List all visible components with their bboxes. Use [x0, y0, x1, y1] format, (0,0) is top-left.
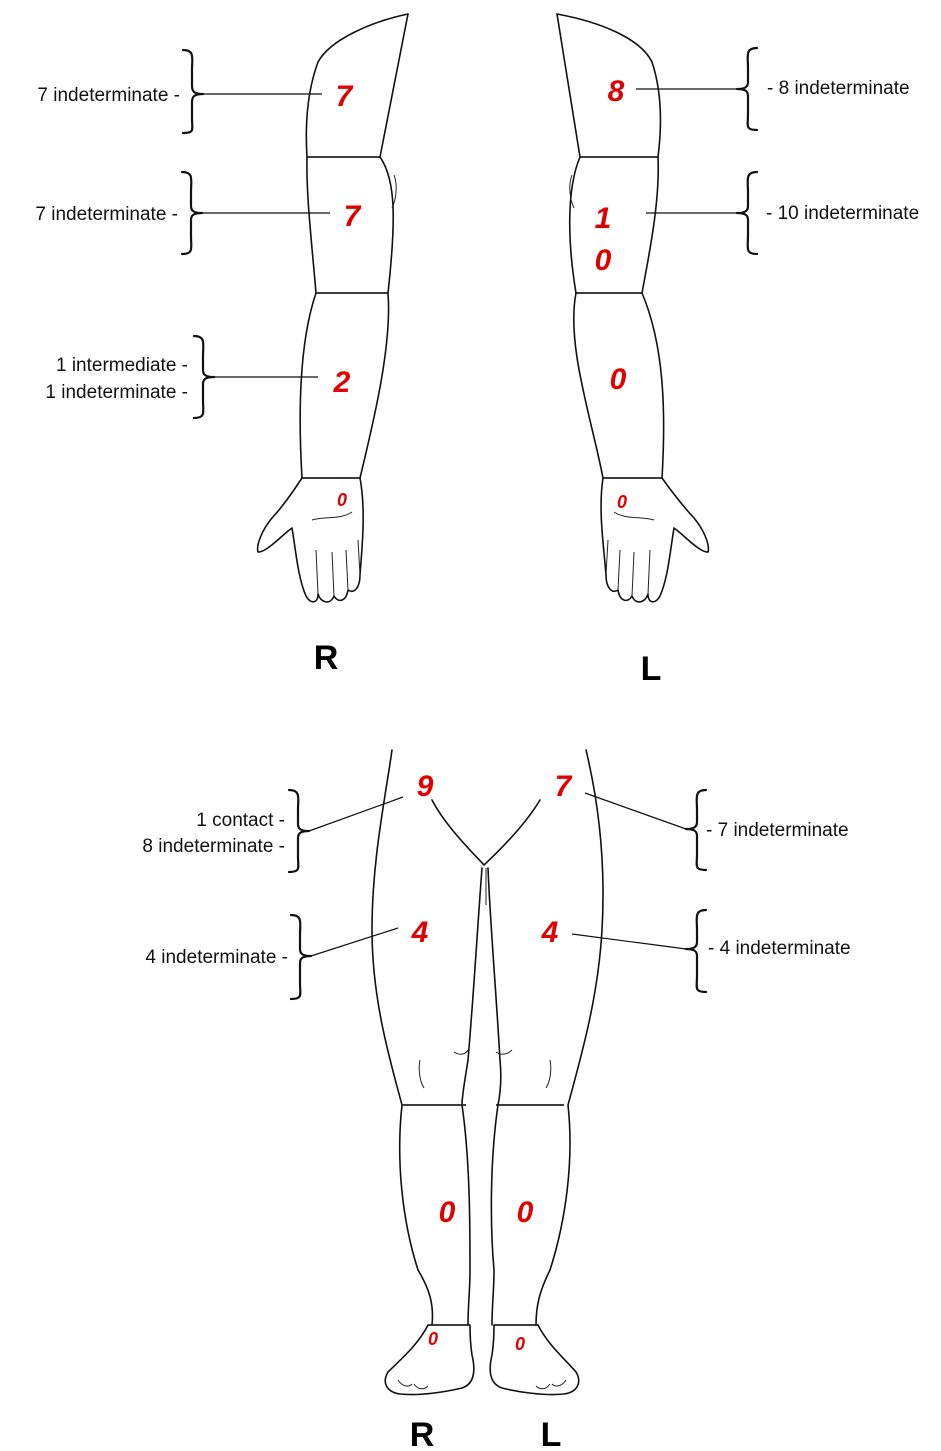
- right-forearm-callout: [194, 336, 318, 418]
- right-lower-leg-count: 0: [439, 1196, 456, 1229]
- right-forearm-count: 2: [333, 366, 351, 399]
- left-thigh-label: - 4 indeterminate: [708, 938, 851, 959]
- left-forearm-count: 0: [610, 363, 627, 396]
- left-upper-arm-label: - 8 indeterminate: [767, 78, 910, 99]
- left-arm-outline: [557, 14, 708, 602]
- right-thigh-callout: [291, 915, 398, 999]
- right-upper-arm-count: 7: [336, 80, 354, 113]
- left-hand-count: 0: [617, 492, 627, 512]
- left-elbow-label: - 10 indeterminate: [766, 203, 919, 224]
- right-thigh-label: 4 indeterminate -: [145, 947, 288, 968]
- right-foot-count: 0: [428, 1329, 438, 1349]
- right-thigh-count: 4: [411, 916, 429, 949]
- left-elbow-count-line1: 1: [595, 202, 612, 235]
- legs-left-side-label: L: [541, 1416, 562, 1451]
- left-upper-thigh-count: 7: [555, 770, 573, 803]
- right-elbow-count: 7: [344, 200, 362, 233]
- right-upper-thigh-label-line1: 1 contact -: [196, 810, 285, 831]
- right-upper-arm-callout: [183, 50, 322, 133]
- right-upper-arm-label: 7 indeterminate -: [37, 85, 180, 106]
- right-forearm-label-line2: 1 indeterminate -: [45, 382, 188, 403]
- right-forearm-label-line1: 1 intermediate -: [56, 355, 188, 376]
- left-upper-thigh-label: - 7 indeterminate: [706, 820, 849, 841]
- right-upper-thigh-count: 9: [417, 770, 434, 803]
- arms-right-side-label: R: [314, 639, 339, 677]
- left-elbow-count-line2: 0: [595, 244, 612, 277]
- right-upper-thigh-callout: [289, 790, 403, 872]
- right-upper-thigh-label-line2: 8 indeterminate -: [142, 836, 285, 857]
- legs-right-side-label: R: [410, 1416, 435, 1451]
- left-lower-leg-count: 0: [517, 1196, 534, 1229]
- arms-left-side-label: L: [641, 650, 662, 688]
- left-foot-count: 0: [515, 1334, 525, 1354]
- right-arm-outline: [258, 14, 408, 602]
- left-thigh-callout: [572, 910, 706, 992]
- left-thigh-count: 4: [541, 916, 559, 949]
- right-hand-count: 0: [337, 490, 347, 510]
- left-upper-arm-count: 8: [608, 75, 625, 108]
- left-upper-arm-callout: [636, 48, 757, 130]
- left-elbow-callout: [646, 172, 757, 254]
- right-elbow-label: 7 indeterminate -: [35, 204, 178, 225]
- left-upper-thigh-callout: [585, 790, 706, 870]
- legs-outline: [372, 750, 603, 1395]
